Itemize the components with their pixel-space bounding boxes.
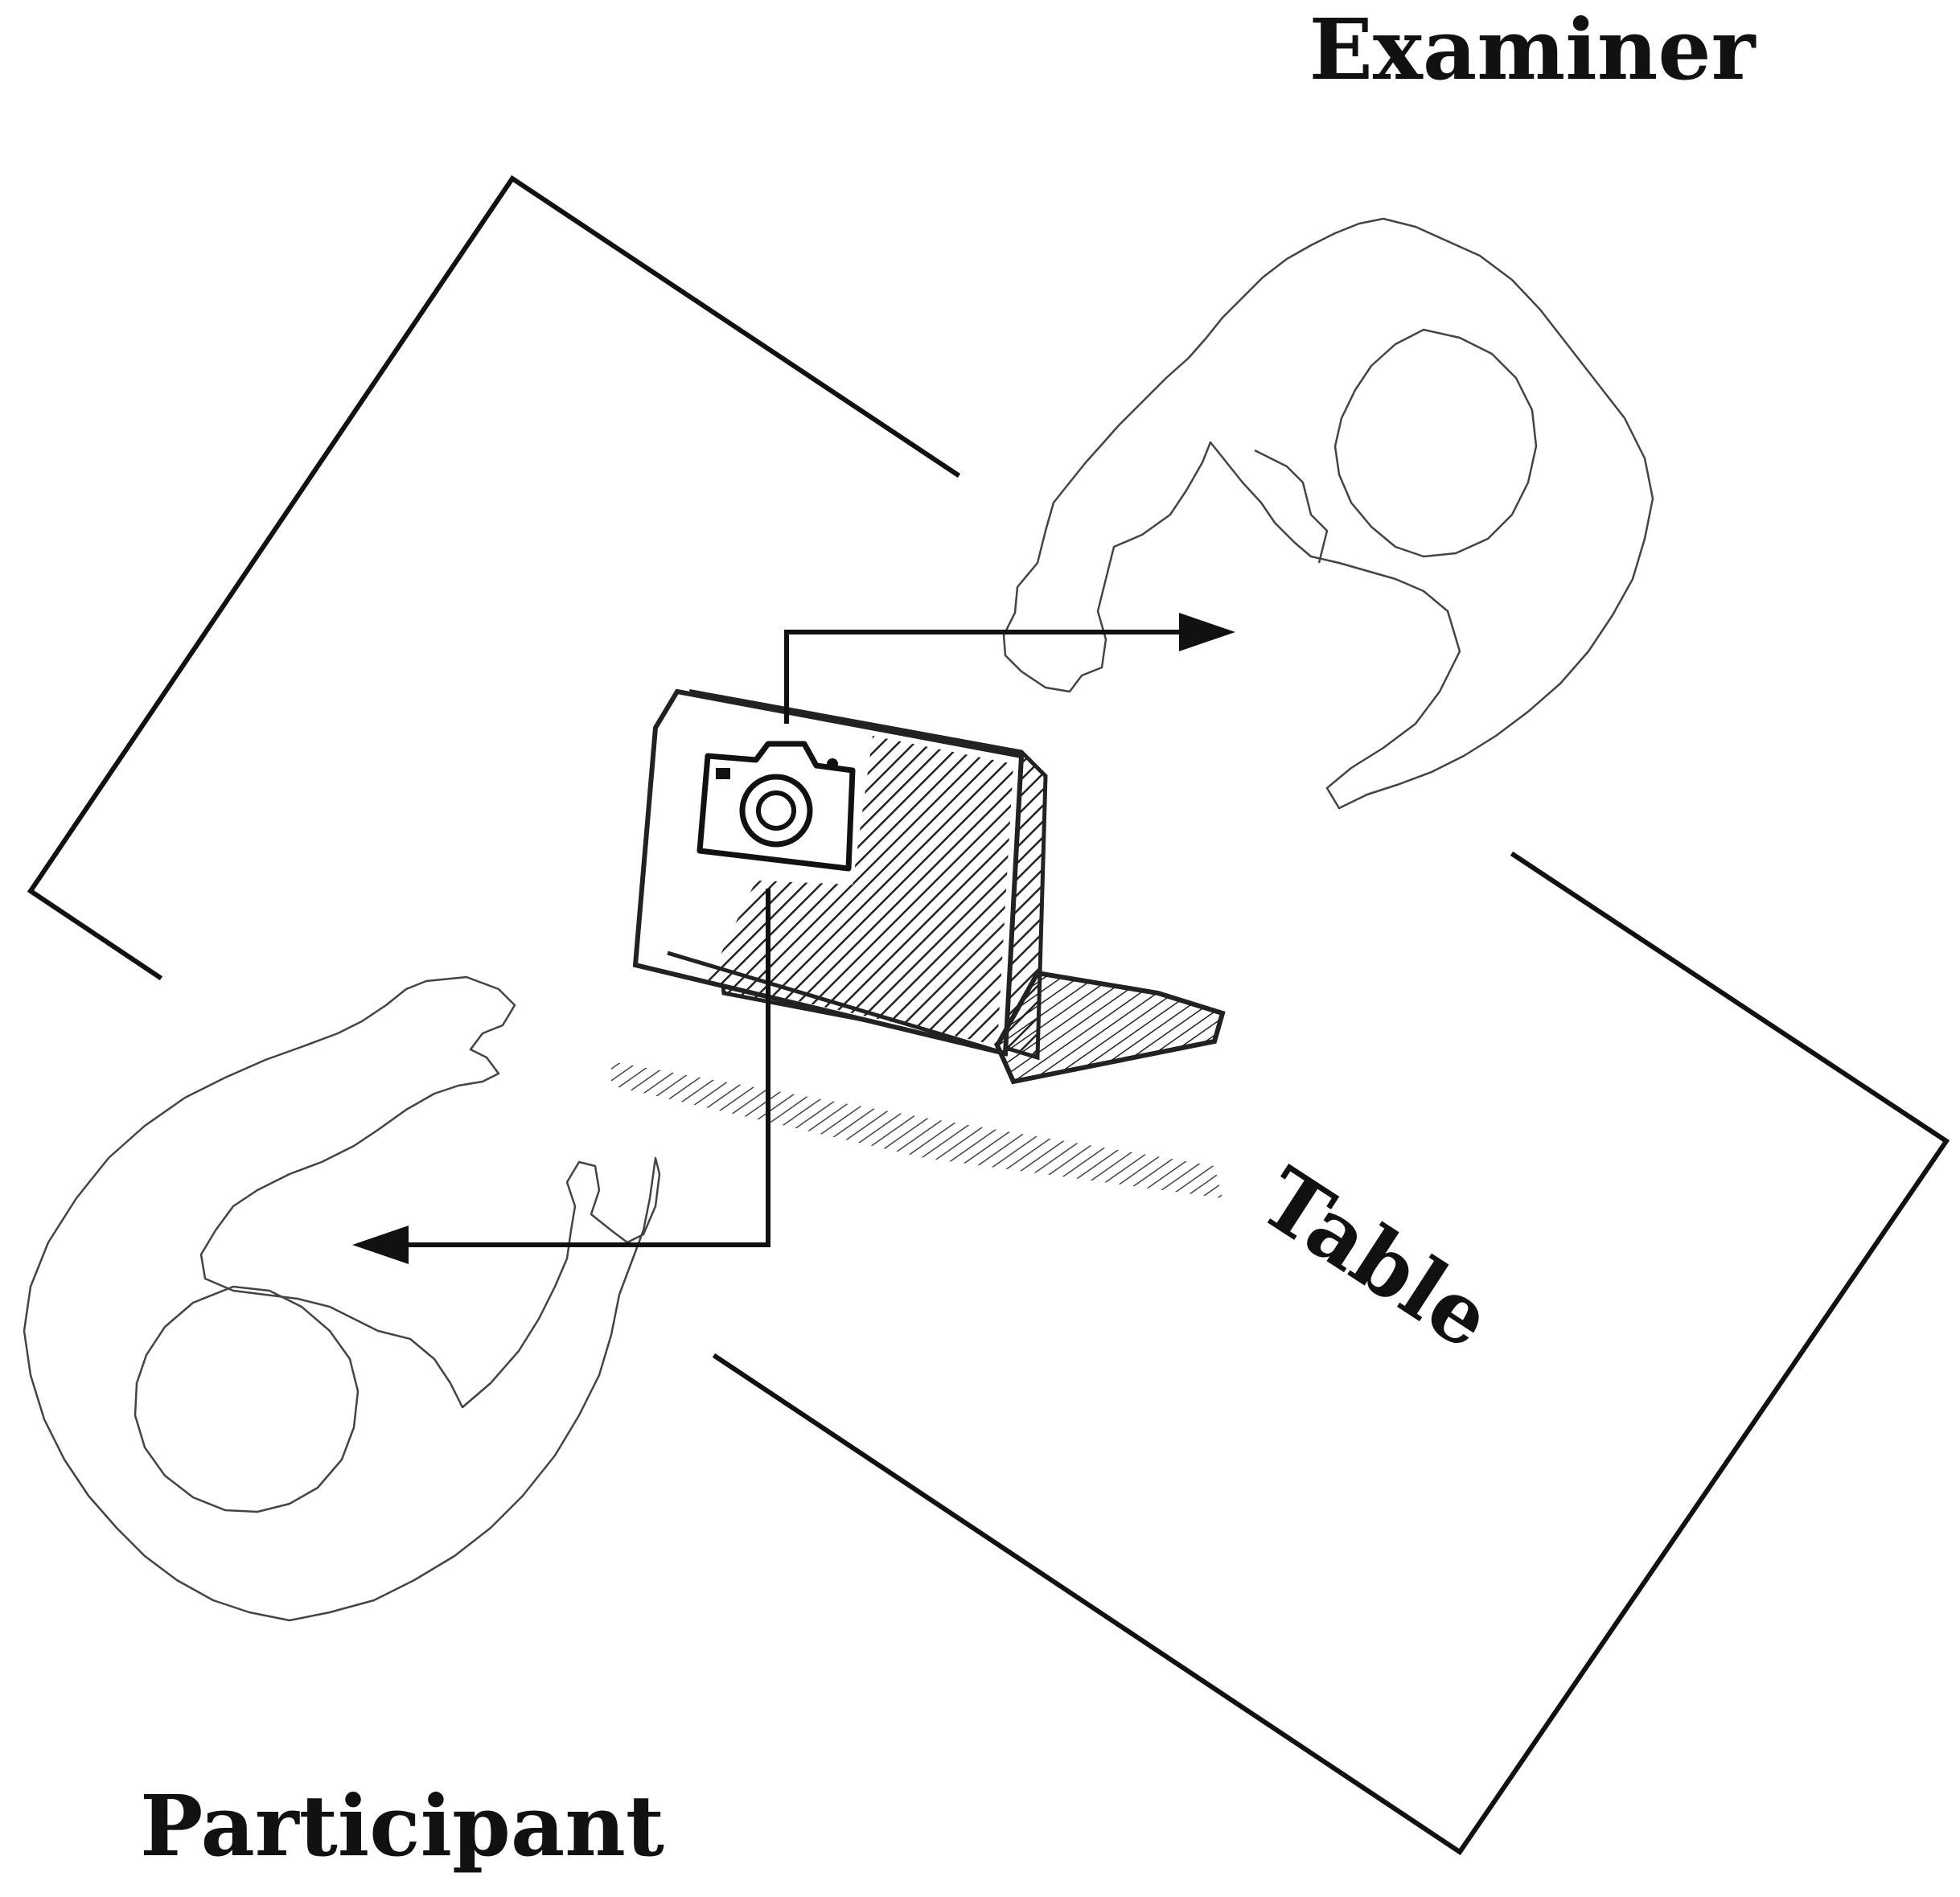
participant-head-outline [134, 1285, 360, 1513]
table-bottom-right-corner [712, 851, 1950, 1856]
table-label: Table [1243, 1148, 1509, 1369]
arrow-to-participant-head [352, 1226, 409, 1264]
participant-label: Participant [140, 1776, 664, 1875]
arrow-to-participant [352, 889, 770, 1264]
laptop-icon [611, 688, 1226, 1198]
camera-icon [696, 741, 856, 872]
examiner-figure [1002, 217, 1654, 810]
arrow-to-examiner-line [784, 630, 1190, 724]
arrow-to-examiner-head [1179, 613, 1235, 651]
examiner-label: Examiner [1309, 0, 1757, 99]
examiner-hands-outline [1254, 449, 1329, 564]
participant-figure [23, 975, 661, 1622]
arrow-to-participant-line [402, 889, 770, 1247]
table-outline [27, 175, 1950, 1856]
examiner-body-outline [1002, 217, 1654, 810]
laptop-shadow [611, 1061, 1222, 1198]
arrow-to-examiner [784, 613, 1235, 724]
examiner-head-outline [1333, 328, 1538, 558]
table-top-left-corner [27, 175, 961, 981]
laptop-base [994, 970, 1226, 1085]
participant-body-outline [23, 975, 661, 1622]
laptop-screen-shade [708, 736, 1013, 1045]
